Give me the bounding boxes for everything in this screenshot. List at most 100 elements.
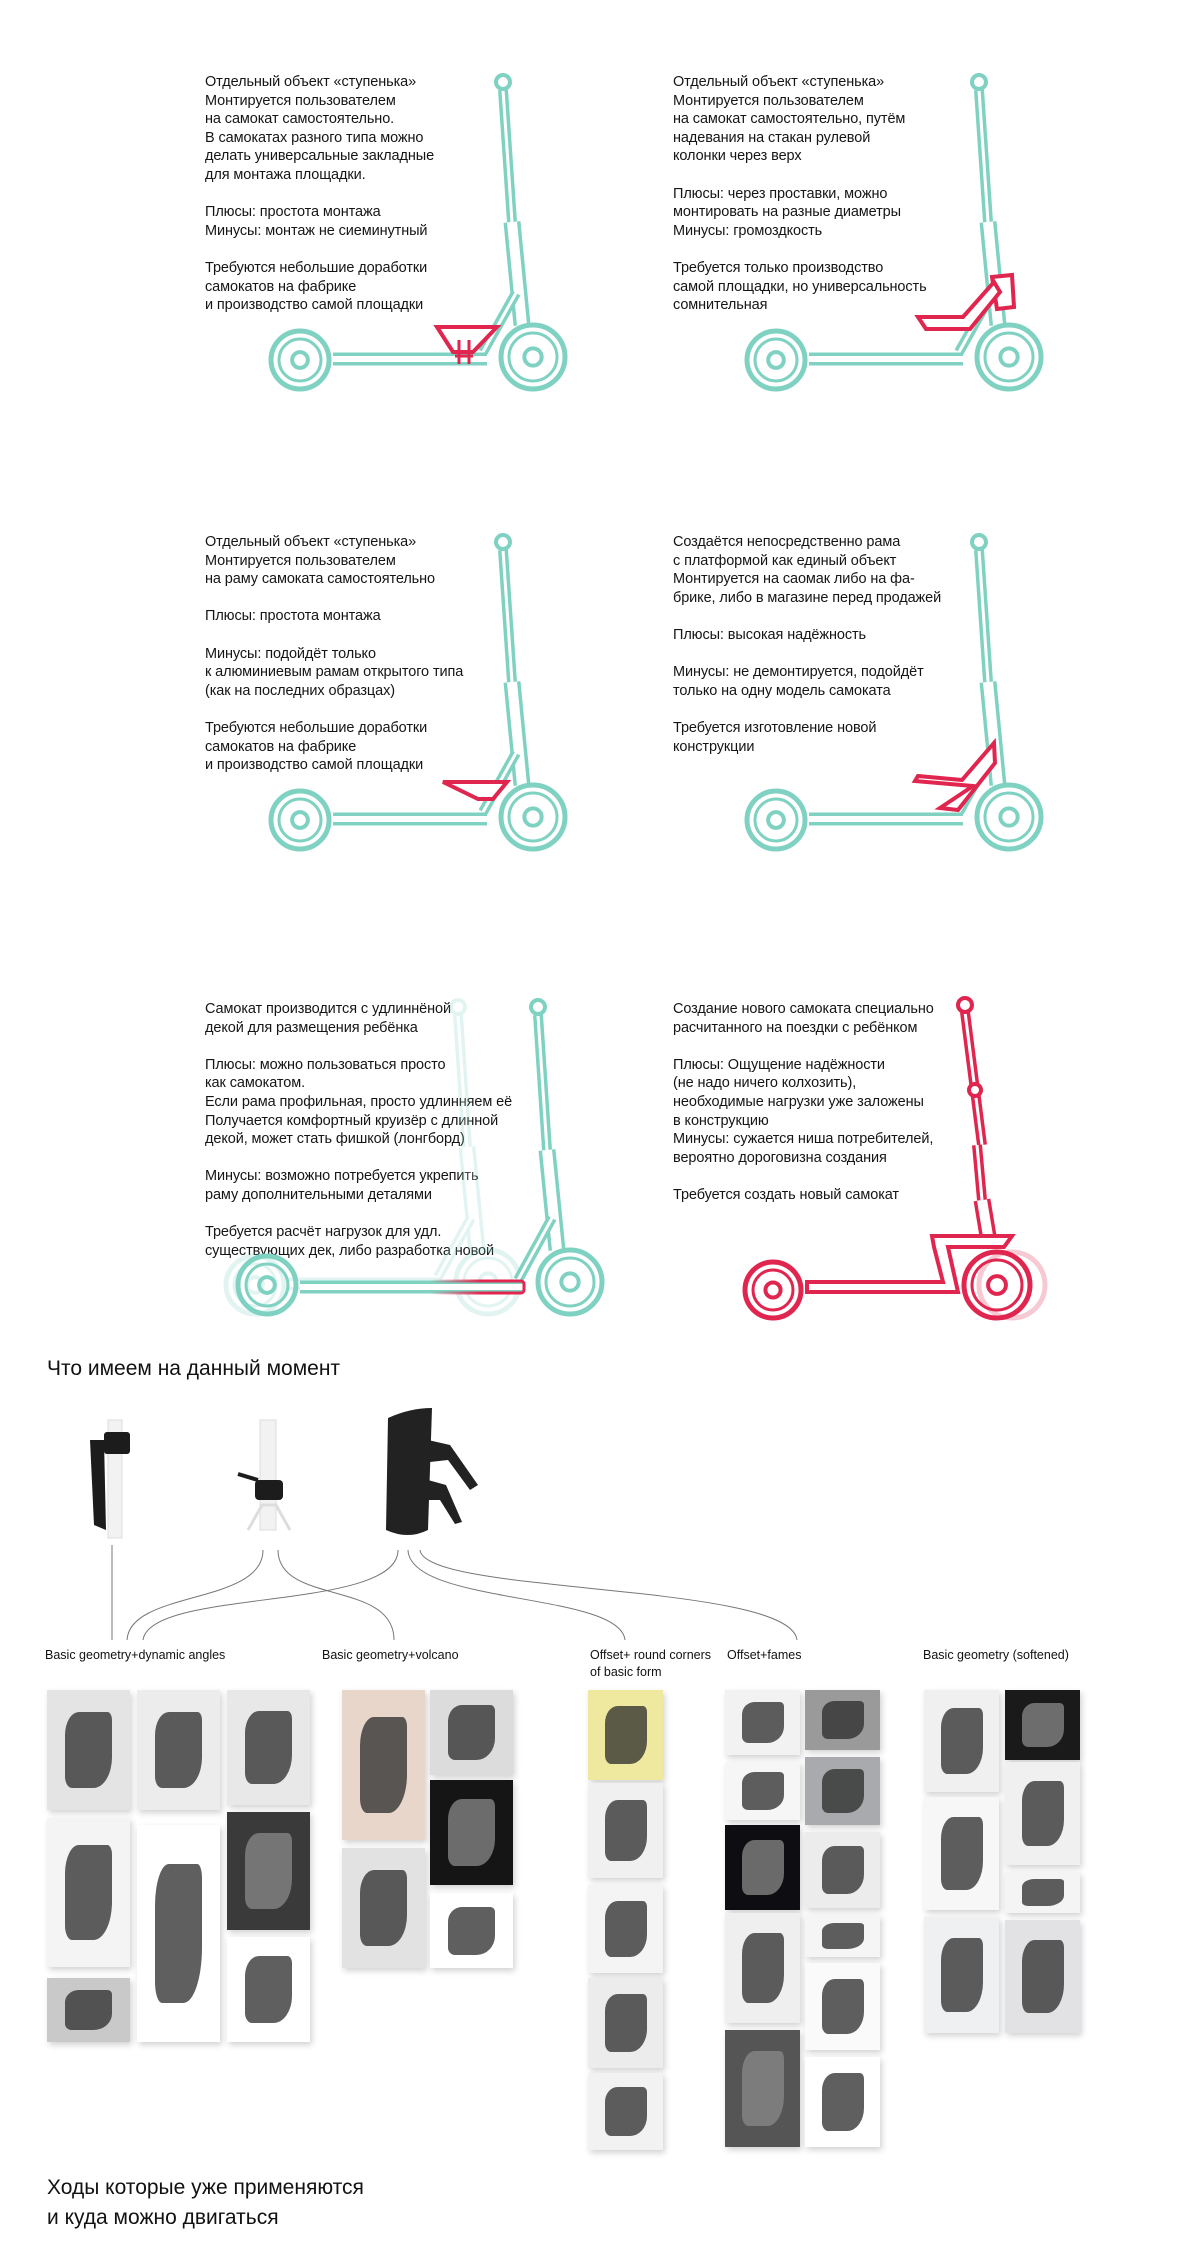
clamp: [104, 1432, 130, 1454]
tube-white: [259, 1419, 277, 1531]
frame-platform-red: [911, 737, 998, 813]
wheel-hub: [559, 1271, 581, 1293]
wheel-hub: [766, 810, 786, 830]
group-label-softened: Basic geometry (softened): [923, 1648, 1069, 1662]
product-silhouette: [821, 1922, 864, 1950]
tube-inner: [501, 549, 514, 683]
product-silhouette: [940, 1817, 983, 1890]
reference-photo: [725, 1690, 800, 1755]
concept-6-description: Создание нового самоката специально расч…: [673, 1001, 934, 1203]
wheel-tire: [753, 797, 799, 843]
product-silhouette: [821, 1769, 864, 1813]
reference-photo: [924, 1797, 999, 1910]
product-silhouette: [245, 1710, 292, 1785]
wheel-tire: [753, 337, 799, 383]
wheel-rim: [535, 1247, 605, 1317]
connector-line: [277, 1549, 395, 1641]
current-product-1: [90, 1419, 130, 1539]
reference-photo: [342, 1848, 425, 1968]
product-silhouette: [741, 1701, 784, 1744]
reference-photo: [47, 1818, 130, 1967]
tube-outline: [453, 1014, 472, 1148]
connector-line: [419, 1549, 798, 1641]
product-silhouette: [604, 1994, 647, 2052]
tube-inner: [975, 1144, 984, 1201]
concept-4-description: Создаётся непосредственно рама с платфор…: [673, 534, 942, 755]
frame: [246, 1503, 292, 1531]
scooter-concept-5-ghost: [223, 998, 523, 1317]
wheel-tire: [507, 791, 559, 843]
wheel-tire: [507, 331, 559, 383]
tube-inner: [542, 1149, 562, 1251]
reference-photo: [1005, 1872, 1080, 1913]
tube-inner: [436, 1217, 473, 1278]
handlebar-knob: [970, 73, 988, 91]
product-silhouette: [245, 1833, 292, 1909]
connector-line: [142, 1549, 399, 1641]
product-silhouette: [360, 1717, 407, 1813]
wheel-hub: [986, 1274, 1008, 1296]
lever: [237, 1472, 259, 1482]
reference-photo: [227, 1937, 310, 2042]
group-label-offset-frames: Offset+fames: [727, 1648, 802, 1662]
reference-photo: [588, 1690, 663, 1780]
reference-photo: [924, 1690, 999, 1792]
reference-photo: [137, 1690, 220, 1810]
tube-inner: [456, 1014, 469, 1148]
reference-photo: [805, 1832, 880, 1908]
tube-inner: [462, 1146, 482, 1251]
reference-photo: [805, 2057, 880, 2147]
wheel-hub: [763, 1280, 783, 1300]
reference-photo: [227, 1812, 310, 1930]
reference-photo: [805, 1963, 880, 2050]
reference-photo: [47, 1978, 130, 2042]
wheel-hub: [766, 350, 786, 370]
wheel-tire: [244, 1262, 290, 1308]
wheel-tire: [983, 791, 1035, 843]
handlebar-knob: [494, 73, 512, 91]
reference-photo: [805, 1915, 880, 1957]
group-label-round-corners: Offset+ round corners of basic form: [590, 1648, 712, 1679]
concept-1-description: Отдельный объект «ступенька» Монтируется…: [205, 74, 435, 314]
handlebar-knob: [529, 998, 547, 1016]
wheel-rim: [974, 782, 1044, 852]
current-product-2: [237, 1419, 292, 1531]
tube-inner: [977, 89, 990, 223]
product-silhouette: [741, 2051, 784, 2126]
tube-inner: [977, 1199, 993, 1237]
integrated-platform-frame: [805, 1234, 1016, 1294]
reference-photo: [725, 1825, 800, 1910]
group-label-dynamic-angles: Basic geometry+dynamic angles: [45, 1648, 226, 1662]
reference-photo: [47, 1690, 130, 1810]
product-silhouette: [448, 1705, 495, 1760]
tube-inner: [983, 681, 1003, 786]
wheel-rim: [961, 1249, 1033, 1321]
product-silhouette: [940, 1708, 983, 1774]
connector-lines: [111, 1545, 798, 1641]
wheel-tire: [970, 1258, 1024, 1312]
concept-3-description: Отдельный объект «ступенька» Монтируется…: [205, 534, 464, 774]
wheel-tire: [544, 1256, 596, 1308]
product-silhouette: [940, 1937, 983, 2013]
reference-photo: [588, 1783, 663, 1878]
wheel-tire: [751, 1268, 795, 1312]
reference-photo: [1005, 1920, 1080, 2033]
wheel-rim: [268, 788, 332, 852]
product-silhouette: [65, 1989, 112, 2031]
tube-inner: [501, 89, 514, 223]
reference-photo: [588, 2073, 663, 2150]
collar: [255, 1480, 283, 1500]
hook-upper: [428, 1440, 478, 1490]
wheel-hub: [257, 1275, 277, 1295]
reference-photo: [924, 1917, 999, 2033]
product-silhouette: [155, 1711, 202, 1789]
product-silhouette: [245, 1955, 292, 2024]
reference-photo: [725, 2030, 800, 2147]
wheel-rim: [744, 788, 808, 852]
current-product-3: [386, 1408, 478, 1535]
wheel-hub: [522, 346, 544, 368]
product-silhouette: [155, 1864, 202, 2003]
product-silhouette: [1021, 1702, 1064, 1748]
reference-photo: [430, 1893, 513, 1968]
reference-photo: [588, 1978, 663, 2068]
